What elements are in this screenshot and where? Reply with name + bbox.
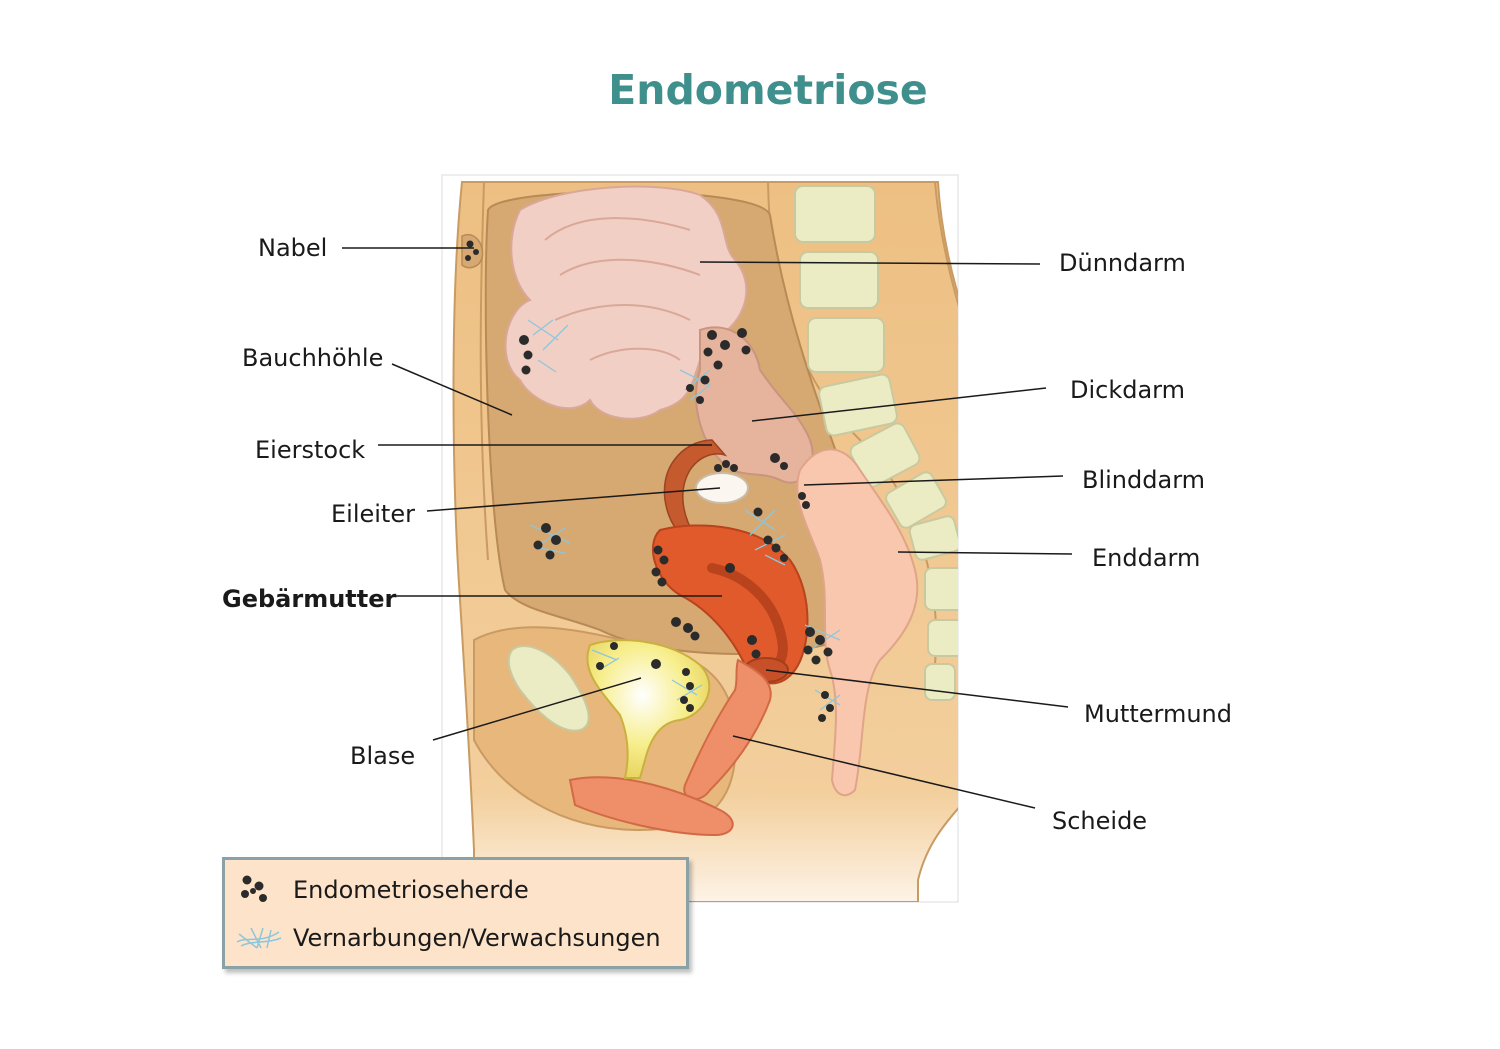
rectum	[796, 448, 919, 797]
label-scheide: Scheide	[1052, 807, 1148, 835]
label-enddarm: Enddarm	[1092, 544, 1201, 572]
label-bauchhoehle: Bauchhöhle	[242, 344, 384, 372]
lesion-dots-icon	[241, 875, 267, 902]
label-duenndarm: Dünndarm	[1059, 249, 1186, 277]
label-muttermund: Muttermund	[1084, 700, 1232, 728]
small-intestine	[504, 185, 748, 420]
legend-item-lesions: Endometrioseherde	[225, 868, 686, 908]
legend: Endometrioseherde Vernarbungen/Verwachsu…	[222, 857, 689, 969]
label-eileiter: Eileiter	[331, 500, 415, 528]
legend-label-scars: Vernarbungen/Verwachsungen	[293, 924, 661, 952]
label-nabel: Nabel	[258, 234, 328, 262]
lesions	[465, 240, 834, 722]
label-blase: Blase	[350, 742, 416, 770]
scar-mesh-icon	[236, 927, 282, 949]
label-blinddarm: Blinddarm	[1082, 466, 1206, 494]
page-title: Endometriose	[608, 66, 928, 114]
ovary	[695, 472, 749, 504]
legend-label-lesions: Endometrioseherde	[293, 876, 529, 904]
label-gebaermutter: Gebärmutter	[222, 585, 397, 613]
label-eierstock: Eierstock	[255, 436, 366, 464]
bladder	[586, 639, 711, 779]
pubic-bone	[507, 645, 590, 732]
label-dickdarm: Dickdarm	[1070, 376, 1186, 404]
uterus	[651, 524, 809, 685]
legend-item-scars: Vernarbungen/Verwachsungen	[225, 916, 686, 956]
leader-lines	[342, 247, 1073, 809]
